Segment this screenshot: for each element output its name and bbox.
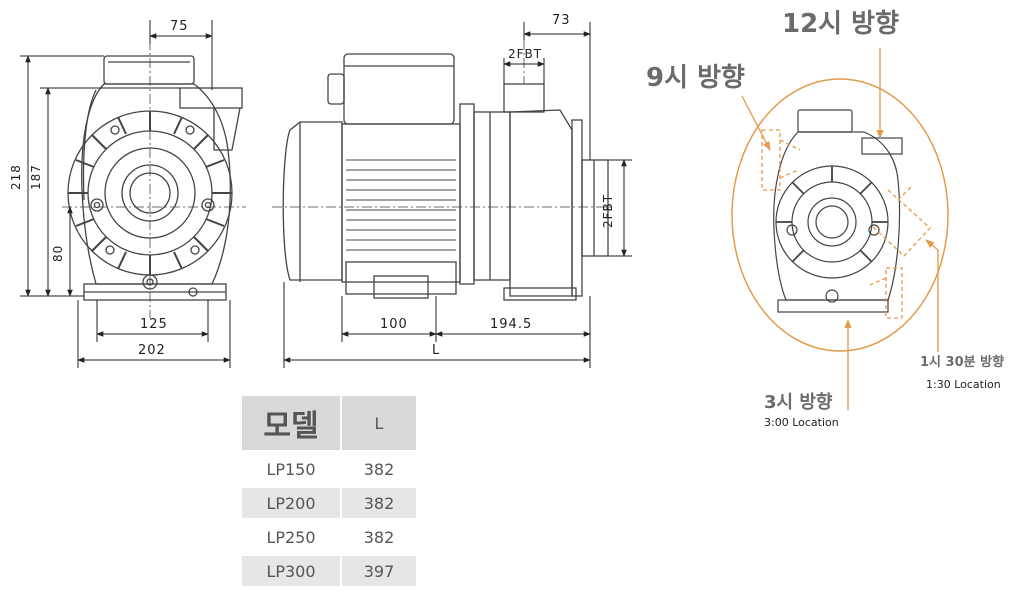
dim-side-port-side: 2FBT [601,194,615,228]
length-cell: 382 [340,488,416,518]
dim-front-base-inner: 125 [140,317,168,332]
length-cell: 382 [340,454,416,484]
model-cell: LP300 [242,556,340,586]
model-table-header: 모델 L [242,396,416,450]
dim-front-height-total: 218 [9,164,23,190]
dim-side-port-top: 2FBT [508,47,542,61]
header-model: 모델 [242,396,340,450]
orientation-diagram [731,48,949,410]
loc-130-sub: 1:30 Location [926,378,1001,391]
model-cell: LP200 [242,488,340,518]
loc-3-sub: 3:00 Location [764,416,839,429]
table-row: LP200 382 [242,488,416,518]
model-cell: LP150 [266,459,316,479]
dim-side-top: 73 [552,13,571,28]
side-view [282,53,609,301]
front-view [67,55,243,301]
loc-3-label: 3시 방향 [764,392,833,413]
dim-front-height-outlet: 187 [29,164,43,190]
loc-130-label: 1시 30분 방향 [920,354,1004,370]
table-row: LP250 382 [242,522,416,552]
dim-front-base-outer: 202 [138,343,166,358]
dim-side-base-left: 100 [380,317,408,332]
model-table: 모델 L LP150 382 LP200 382 LP250 382 LP300… [242,392,416,590]
dim-front-top: 75 [170,19,189,34]
table-row: LP150 382 [242,454,416,484]
length-cell: 382 [340,522,416,552]
loc-9-label: 9시 방향 [646,63,745,93]
loc-12-label: 12시 방향 [782,9,899,39]
length-cell: 397 [340,556,416,586]
model-cell: LP250 [266,527,316,547]
dim-side-length: L [432,343,440,358]
dim-front-height-axis: 80 [51,245,65,262]
dim-side-base-right: 194.5 [490,317,532,332]
table-row: LP300 397 [242,556,416,586]
header-length: L [340,396,416,450]
